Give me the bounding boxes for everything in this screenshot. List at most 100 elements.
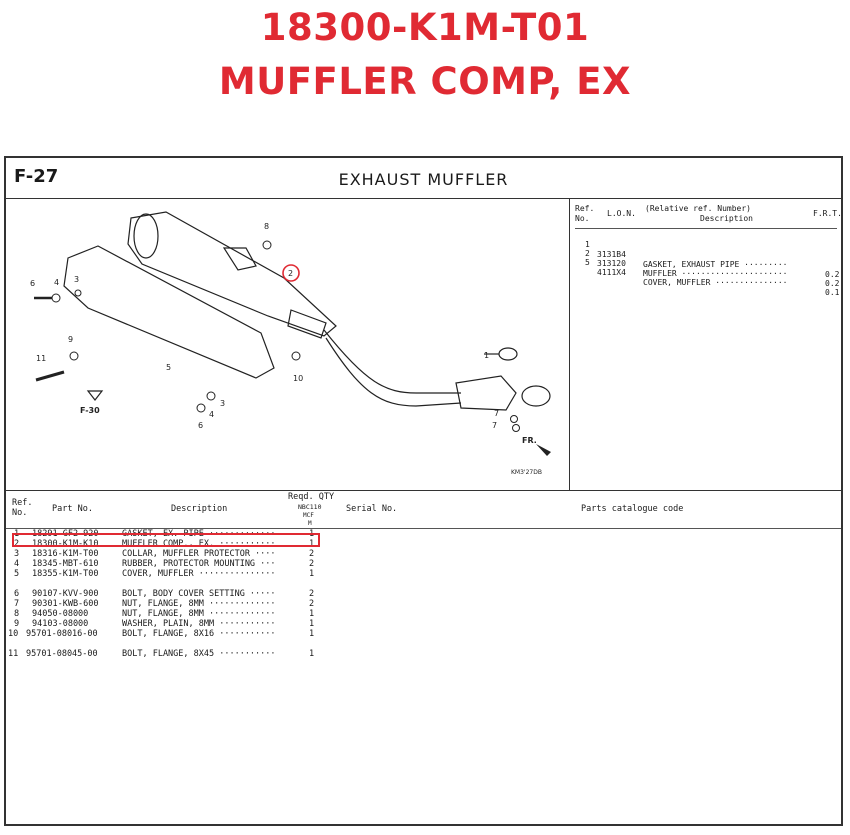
parts-cell: 3 [14, 549, 20, 559]
parts-cell: 1 [309, 569, 315, 579]
section-divider [6, 490, 841, 491]
parts-cell: 11 [8, 649, 19, 659]
reference-table-header: Ref. No. L.O.N. (Relative ref. Number) D… [575, 202, 842, 229]
lon-cell: 3131B4 [597, 250, 626, 259]
nut-7b-icon [512, 424, 520, 432]
bolt-6-icon [196, 403, 206, 413]
description-header: Description [700, 214, 753, 223]
parts-cell: 18345-MBT-610 [32, 559, 99, 569]
ref-cell: 5 [585, 258, 590, 267]
parts-cell: COVER, MUFFLER ··············· [122, 569, 276, 579]
parts-cell: 1 [309, 619, 315, 629]
rubber-4-icon [206, 391, 216, 401]
no-header: No. [12, 508, 28, 518]
parts-cell: 2 [14, 539, 20, 549]
parts-row: 4 18345-MBT-610 RUBBER, PROTECTOR MOUNTING… [6, 559, 336, 569]
frt-cell: 0.2 [825, 270, 840, 279]
muffler-end [133, 213, 159, 259]
parts-cell: 18316-K1M-T00 [32, 549, 99, 559]
parts-cell: 18300-K1M-K10 [32, 539, 99, 549]
parts-row: 5 18355-K1M-T00 COVER, MUFFLER ···········… [6, 569, 336, 579]
frt-cell: 0.1 [825, 288, 840, 297]
callout-2-circle [282, 264, 300, 282]
parts-cell: NUT, FLANGE, 8MM ············· [122, 609, 276, 619]
parts-cell: BOLT, FLANGE, 8X45 ··········· [122, 649, 276, 659]
ref-cell: 1 [585, 240, 590, 249]
model-sub1-header: MCF [303, 512, 314, 519]
muffler-drawing: 8 2 6 4 3 9 11 5 1 10 4 3 6 7 7 F-30 FR.… [30, 211, 551, 476]
parts-cell: 4 [14, 559, 20, 569]
drawing-code: KM3'27DB [511, 469, 542, 476]
callout-label: 6 [30, 279, 35, 288]
reference-table: Ref. No. L.O.N. (Relative ref. Number) D… [571, 198, 842, 490]
description-header: Description [171, 504, 228, 514]
frt-header: F.R.T. [813, 209, 842, 218]
parts-cell: 2 [309, 589, 315, 599]
parts-cell: RUBBER, PROTECTOR MOUNTING ··· [122, 559, 276, 569]
parts-cell: 5 [14, 569, 20, 579]
parts-cell: 9 [14, 619, 20, 629]
part-name-title: MUFFLER COMP, EX [218, 60, 632, 103]
parts-cell: COLLAR, MUFFLER PROTECTOR ···· [122, 549, 276, 559]
parts-row: 7 90301-KWB-600 NUT, FLANGE, 8MM ·········… [6, 599, 336, 609]
ref-header: Ref. [575, 204, 595, 213]
nut-7-icon [510, 415, 518, 423]
ref-header: Ref. [12, 498, 33, 508]
reference-row: 2 313120 MUFFLER ······················ … [575, 239, 839, 288]
parts-cell: 2 [309, 599, 315, 609]
part-number-title: 18300-K1M-T01 [260, 6, 590, 49]
ref-figure-label: F-30 [80, 406, 100, 415]
gasket-ring [498, 347, 518, 361]
bolt-11-icon [35, 370, 65, 382]
muffler-body [127, 211, 337, 337]
reqd-qty-header: Reqd. QTY [288, 492, 335, 502]
parts-cell: 90301-KWB-600 [32, 599, 99, 609]
parts-cell: 1 [309, 629, 315, 639]
callout-label: 1 [484, 351, 489, 360]
parts-table-header: Ref. No. Part No. Description Reqd. QTY … [6, 492, 841, 529]
parts-cell: WASHER, PLAIN, 8MM ··········· [122, 619, 276, 629]
callout-label: 4 [54, 278, 59, 287]
collar-3-icon [74, 289, 82, 297]
pipe-outlet [521, 385, 551, 407]
callout-label: 7 [492, 421, 497, 430]
parts-cell: 2 [309, 559, 315, 569]
exhaust-pipe [323, 329, 462, 407]
relative-header: (Relative ref. Number) [645, 204, 751, 213]
highlight-box [12, 533, 320, 547]
parts-cell: 18355-K1M-T00 [32, 569, 99, 579]
callout-label: 2 [288, 269, 293, 278]
description-cell: MUFFLER ······················ [643, 269, 788, 278]
parts-cell: 1 [309, 539, 315, 549]
fr-arrow-icon [536, 444, 551, 456]
washer-4-icon [51, 293, 61, 303]
parts-cell: 10 [8, 629, 19, 639]
lon-header: L.O.N. [607, 209, 636, 218]
figure-number: F-27 [14, 166, 59, 187]
callout-label: 3 [74, 275, 79, 284]
parts-cell: 1 [309, 609, 315, 619]
reference-row: 1 3131B4 GASKET, EXHAUST PIPE ········· … [575, 230, 839, 279]
protector-cover [63, 245, 275, 379]
description-cell: GASKET, EXHAUST PIPE ········· [643, 260, 788, 269]
no-header: No. [575, 214, 590, 223]
callout-label: 11 [36, 354, 46, 363]
parts-cell: NUT, FLANGE, 8MM ············· [122, 599, 276, 609]
model-sub2-header: M [308, 520, 312, 527]
parts-cell: 8 [14, 609, 20, 619]
arrow-ref-icon [86, 390, 104, 401]
callout-label: 9 [68, 335, 73, 344]
parts-cell: BOLT, BODY COVER SETTING ····· [122, 589, 276, 599]
pipe-flange [455, 375, 517, 411]
parts-cell: 6 [14, 589, 20, 599]
parts-cell: 2 [309, 549, 315, 559]
parts-cell: 90107-KVV-900 [32, 589, 99, 599]
figure-title: EXHAUST MUFFLER [338, 170, 509, 189]
exploded-diagram: 8 2 6 4 3 9 11 5 1 10 4 3 6 7 7 F-30 FR.… [6, 198, 570, 490]
callout-label: 10 [293, 374, 303, 383]
washer-9-icon [69, 351, 79, 361]
parts-cell: 7 [14, 599, 20, 609]
